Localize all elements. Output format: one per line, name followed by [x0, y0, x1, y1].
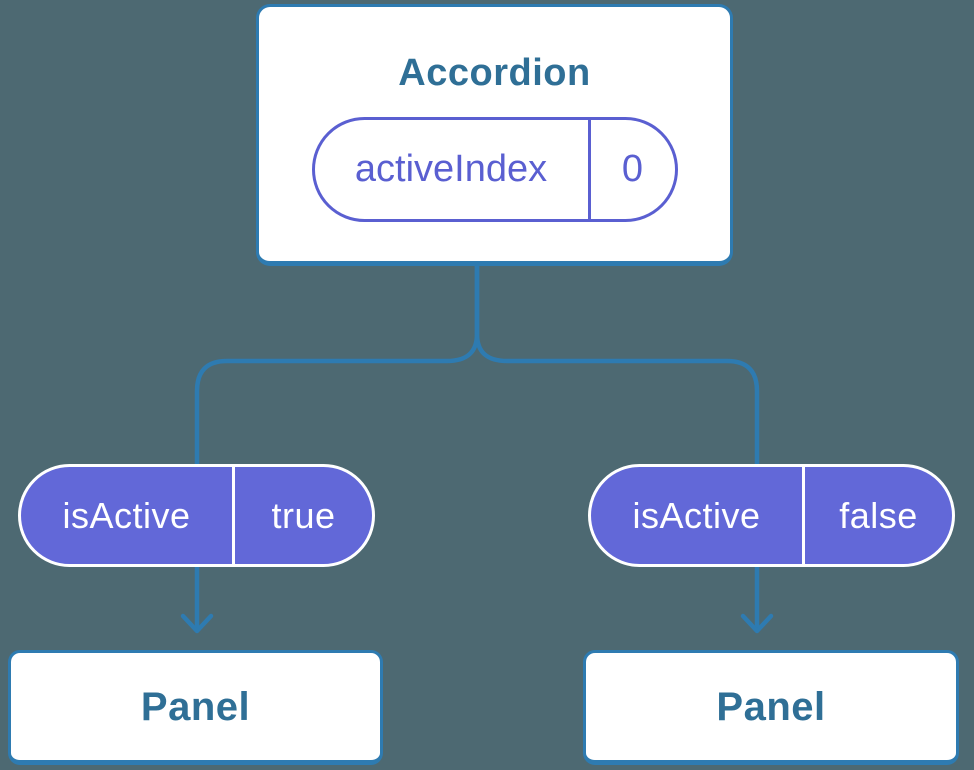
panel-node-right: Panel	[583, 650, 959, 765]
arrow-down-icon	[740, 613, 774, 634]
state-name: activeIndex	[354, 148, 548, 190]
prop-value: false	[839, 494, 918, 536]
accordion-node: Accordion activeIndex 0	[256, 4, 733, 266]
prop-name: isActive	[632, 494, 761, 536]
state-value: 0	[621, 148, 644, 190]
state-pill: activeIndex 0	[311, 117, 678, 222]
pill-divider	[232, 467, 235, 564]
pill-divider	[587, 120, 591, 219]
node-title: Panel	[716, 684, 826, 729]
pill-divider	[802, 467, 805, 564]
prop-pill-is-active-false: isActive false	[588, 464, 955, 567]
node-title: Accordion	[398, 52, 591, 94]
node-title: Panel	[140, 684, 251, 729]
connector-left-branch	[194, 264, 480, 629]
prop-pill-is-active-true: isActive true	[18, 464, 375, 567]
connector-right-branch	[474, 264, 760, 629]
prop-value: true	[271, 494, 336, 536]
arrow-down-icon	[180, 613, 214, 634]
prop-name: isActive	[62, 494, 191, 536]
panel-node-left: Panel	[8, 650, 383, 765]
